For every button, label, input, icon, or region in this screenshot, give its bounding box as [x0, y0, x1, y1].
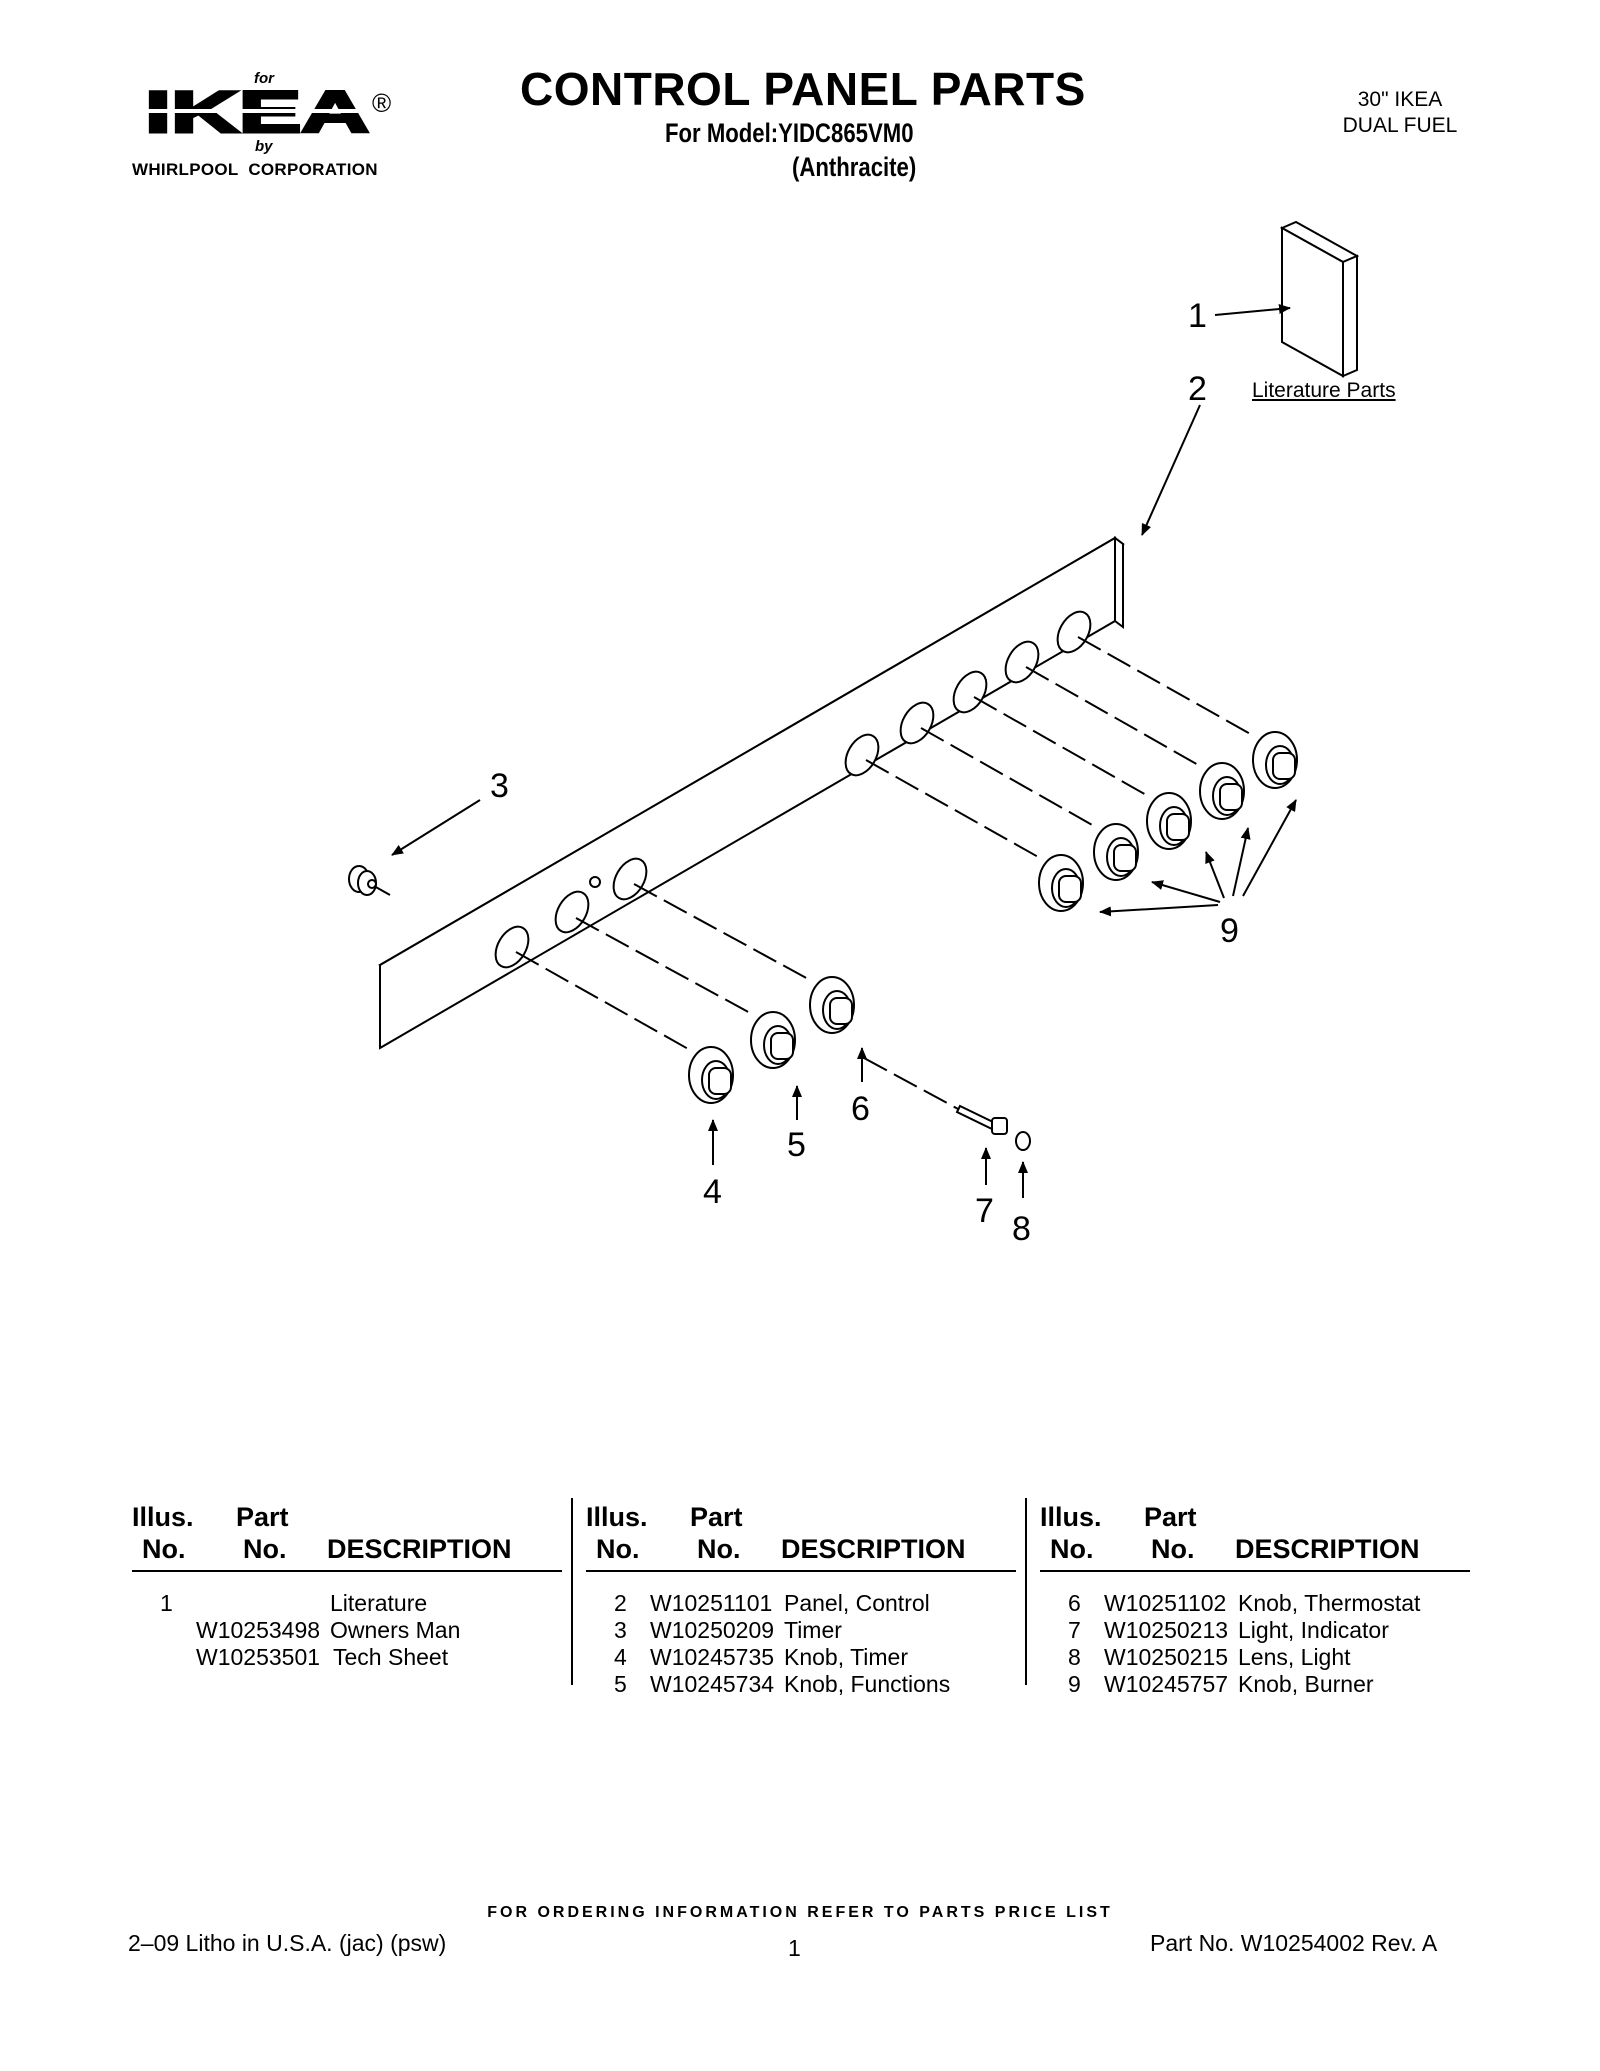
table-row-desc: Literature	[330, 1590, 428, 1616]
model-line: For Model:YIDC865VM0	[665, 118, 914, 148]
literature-booklet	[1279, 220, 1360, 378]
callout-6: 6	[851, 1090, 870, 1128]
header-illus: Illus.	[586, 1502, 648, 1532]
table-row-desc: Panel, Control	[784, 1590, 930, 1616]
fuel-type-label: DUAL FUEL	[1342, 114, 1458, 137]
registered-mark: ®	[372, 88, 392, 118]
column-separator	[1025, 1498, 1027, 1685]
table-row-part: W10251101	[650, 1590, 773, 1616]
timer-part	[348, 865, 391, 896]
header-part-no: No.	[697, 1534, 741, 1564]
ikea-logo: IKEA	[144, 86, 370, 138]
knob-thermostat	[809, 976, 855, 1034]
table-row-desc: Owners Man	[330, 1617, 461, 1643]
panel-holes	[494, 610, 1092, 969]
table-row-part: W10250215	[1104, 1644, 1229, 1670]
knob-timer	[688, 1046, 734, 1104]
header-part: Part	[236, 1502, 289, 1532]
color-line: (Anthracite)	[792, 152, 917, 182]
table-row-illus: 2	[614, 1590, 627, 1616]
header-part-no: No.	[1151, 1534, 1195, 1564]
header-illus: Illus.	[1040, 1502, 1102, 1532]
table-row-part: W10253501	[196, 1644, 321, 1670]
knob-burner	[1146, 792, 1192, 850]
callout-3: 3	[490, 767, 509, 805]
exploded-parts-diagram: 1 2 3 4 5 6 7 8 9	[348, 220, 1360, 1248]
table-row-desc: Knob, Thermostat	[1238, 1590, 1421, 1616]
callout-4: 4	[703, 1173, 722, 1211]
indicator-light	[955, 1104, 1008, 1135]
table-row-illus: 4	[614, 1644, 627, 1670]
table-row-part: W10253498	[196, 1617, 321, 1643]
column-separator	[571, 1498, 573, 1685]
header-illus-no: No.	[142, 1534, 186, 1564]
knob-burner	[1038, 854, 1084, 912]
document-part-number: Part No. W10254002 Rev. A	[1150, 1930, 1438, 1956]
callout-8: 8	[1012, 1210, 1031, 1248]
table-row-part: W10251102	[1104, 1590, 1227, 1616]
table-row-part: W10245735	[650, 1644, 775, 1670]
range-size-label: 30" IKEA	[1357, 88, 1443, 111]
header-part-no: No.	[243, 1534, 287, 1564]
callout-7: 7	[975, 1192, 994, 1230]
page-title: CONTROL PANEL PARTS	[520, 63, 1086, 115]
header-part: Part	[1144, 1502, 1197, 1532]
table-row-illus: 6	[1068, 1590, 1081, 1616]
table-row-desc: Timer	[784, 1617, 842, 1643]
callout-1: 1	[1188, 297, 1207, 335]
knob-functions	[750, 1011, 796, 1069]
logo-for-text: for	[254, 70, 274, 87]
callout-9: 9	[1220, 912, 1239, 950]
callout-5: 5	[787, 1126, 806, 1164]
knob-burner	[1199, 762, 1245, 820]
table-row-desc: Lens, Light	[1238, 1644, 1351, 1670]
litho-text: 2–09 Litho in U.S.A. (jac) (psw)	[128, 1930, 447, 1956]
header-description: DESCRIPTION	[327, 1534, 512, 1564]
table-row-desc: Knob, Burner	[1238, 1671, 1374, 1697]
header-illus-no: No.	[596, 1534, 640, 1564]
table-row-desc: Knob, Timer	[784, 1644, 908, 1670]
logo-corporation: WHIRLPOOL CORPORATION	[132, 160, 378, 179]
table-row-desc: Tech Sheet	[333, 1644, 449, 1670]
header-part: Part	[690, 1502, 743, 1532]
header-illus-no: No.	[1050, 1534, 1094, 1564]
literature-parts-label: Literature Parts	[1252, 379, 1396, 402]
table-row-illus: 9	[1068, 1671, 1081, 1697]
header-description: DESCRIPTION	[1235, 1534, 1420, 1564]
ordering-note: FOR ORDERING INFORMATION REFER TO PARTS …	[487, 1904, 1113, 1921]
table-row-illus: 7	[1068, 1617, 1081, 1643]
table-row-part: W10245734	[650, 1671, 775, 1697]
table-row-desc: Knob, Functions	[784, 1671, 951, 1697]
callout-2: 2	[1188, 370, 1207, 408]
header-rule	[132, 1570, 562, 1572]
knob-burner	[1093, 823, 1139, 881]
table-row-illus: 3	[614, 1617, 627, 1643]
leader-arrows	[391, 304, 1297, 1198]
page-number: 1	[788, 1935, 801, 1961]
header-description: DESCRIPTION	[781, 1534, 966, 1564]
table-row-part: W10250213	[1104, 1617, 1229, 1643]
lens-light	[1015, 1131, 1031, 1151]
table-row-illus: 1	[160, 1590, 173, 1616]
knob-burner	[1252, 731, 1298, 789]
table-row-part: W10250209	[650, 1617, 775, 1643]
header-rule	[1040, 1570, 1470, 1572]
table-row-illus: 5	[614, 1671, 627, 1697]
table-row-illus: 8	[1068, 1644, 1081, 1670]
header-illus: Illus.	[132, 1502, 194, 1532]
header-rule	[586, 1570, 1016, 1572]
logo-by-text: by	[255, 138, 273, 155]
table-row-desc: Light, Indicator	[1238, 1617, 1389, 1643]
table-row-part: W10245757	[1104, 1671, 1229, 1697]
assembly-lines	[515, 636, 1255, 1111]
